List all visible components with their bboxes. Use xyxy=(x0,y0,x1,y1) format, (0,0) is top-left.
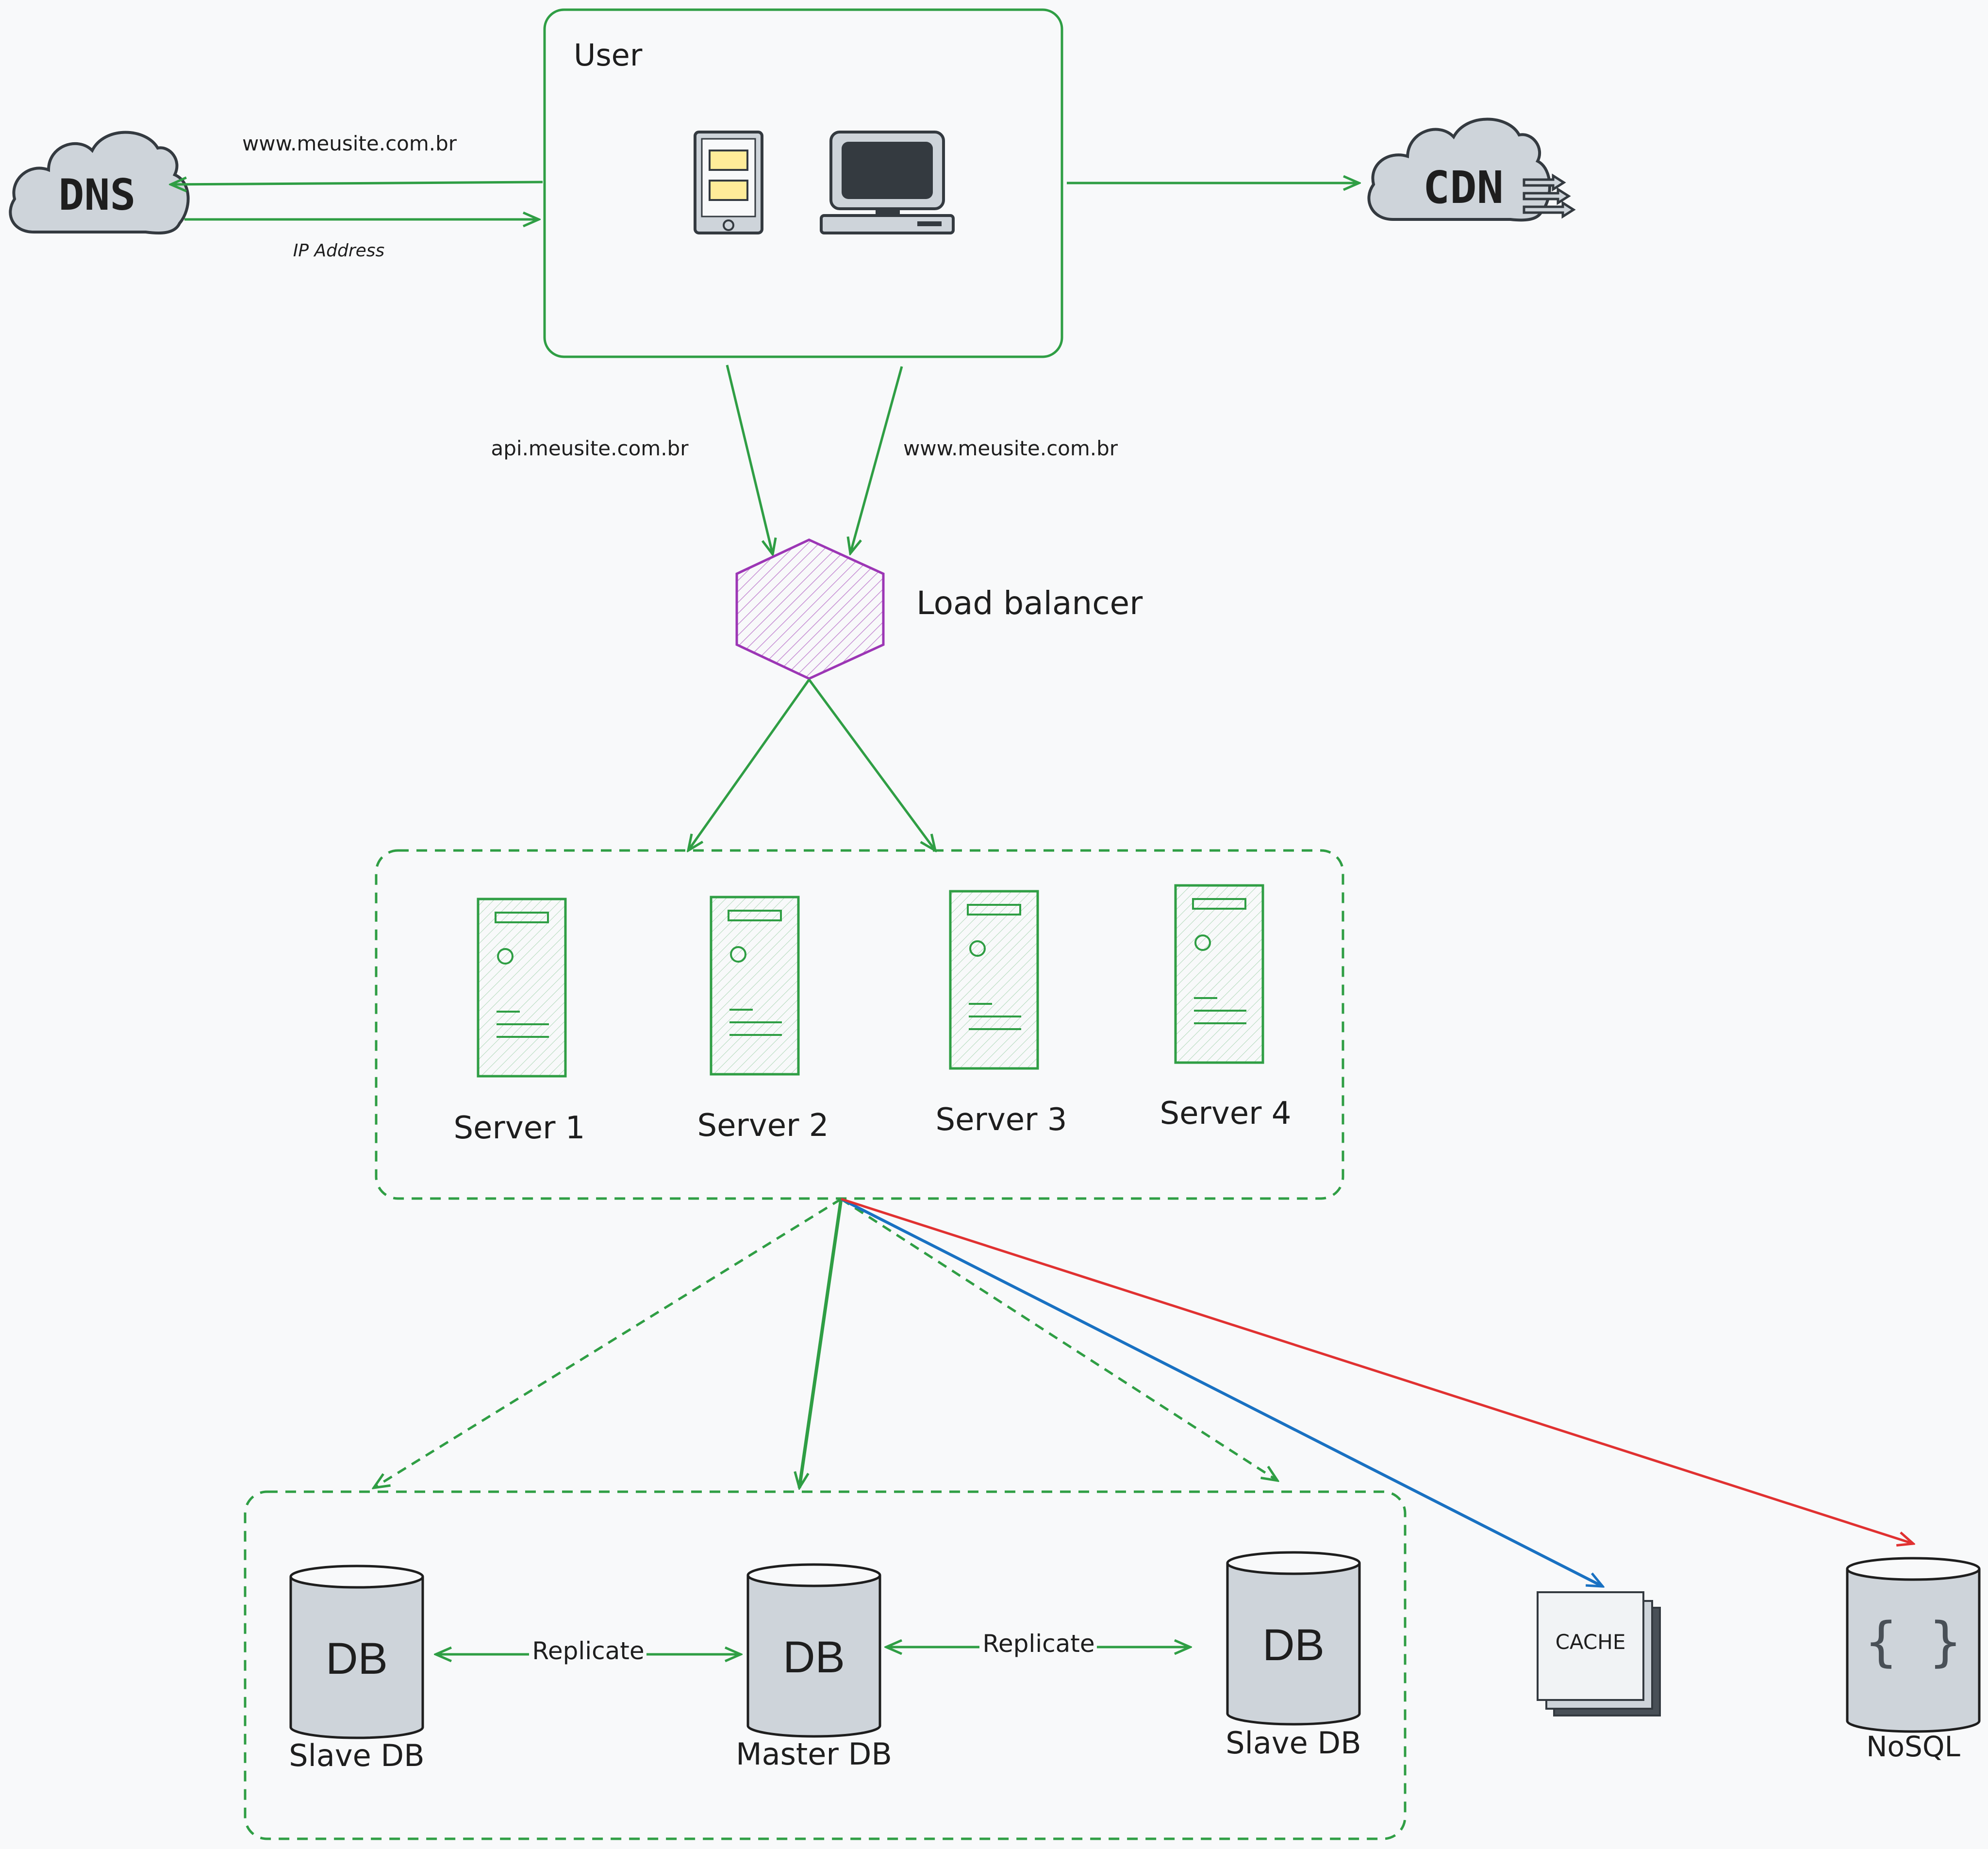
servers: Server 1 Server 2 Server 3 Server 4 xyxy=(454,884,1292,1146)
cdn-cloud: CDN xyxy=(1367,117,1576,222)
lb-to-servers-left-arrow xyxy=(688,679,811,850)
cache-label: CACHE xyxy=(1556,1630,1626,1654)
nosql-label: NoSQL xyxy=(1866,1730,1960,1763)
database-icon xyxy=(1226,1563,1361,1726)
user-title: User xyxy=(574,37,643,73)
dns-request-label: www.meusite.com.br xyxy=(242,132,457,155)
www-arrow xyxy=(850,366,903,553)
user-group: User xyxy=(543,8,1063,358)
to-master-db-arrow xyxy=(799,1199,843,1488)
to-slave-db-right-arrow xyxy=(840,1198,1277,1481)
master-db: DB Master DB xyxy=(736,1563,892,1772)
lb-edges: api.meusite.com.br www.meusite.com.br xyxy=(491,365,1118,554)
cdn-label: CDN xyxy=(1423,162,1504,214)
db-symbol: DB xyxy=(783,1632,845,1682)
server-icon xyxy=(1174,884,1264,1064)
to-cache-arrow xyxy=(840,1198,1603,1586)
tablet-icon xyxy=(694,131,763,234)
server-label: Server 4 xyxy=(1160,1096,1292,1132)
server-group-box xyxy=(375,849,1344,1200)
dns-edges: www.meusite.com.br IP Address xyxy=(171,132,543,261)
server-icon xyxy=(949,890,1039,1070)
www-domain-label: www.meusite.com.br xyxy=(903,436,1118,460)
server-1: Server 1 xyxy=(454,898,585,1146)
dns-cloud: DNS xyxy=(9,131,190,235)
nosql-braces-icon: { } xyxy=(1865,1611,1962,1673)
db-label: Slave DB xyxy=(289,1738,424,1773)
database-icon xyxy=(746,1575,881,1738)
to-nosql-arrow xyxy=(841,1198,1913,1544)
databases: DB Slave DB DB Master DB DB Slave DB xyxy=(289,1551,1361,1773)
load-balancer-label: Load balancer xyxy=(916,584,1143,622)
slave-db-left: DB Slave DB xyxy=(289,1565,425,1773)
db-label: Slave DB xyxy=(1226,1725,1361,1761)
dns-response-label: IP Address xyxy=(293,241,385,261)
database-icon xyxy=(289,1577,424,1739)
replicate-right-label: Replicate xyxy=(982,1630,1094,1658)
to-slave-db-left-arrow xyxy=(374,1198,842,1488)
dns-request-arrow xyxy=(171,182,543,184)
server-icon xyxy=(710,896,800,1076)
lb-to-servers-right-arrow xyxy=(808,679,935,850)
load-balancer: Load balancer xyxy=(735,538,1143,680)
cache: CACHE xyxy=(1537,1591,1661,1716)
replicate-left-label: Replicate xyxy=(532,1637,644,1665)
db-symbol: DB xyxy=(326,1634,388,1683)
server-label: Server 3 xyxy=(936,1102,1067,1138)
replication-edges: Replicate Replicate xyxy=(436,1630,1190,1667)
database-group-box xyxy=(244,1490,1407,1840)
db-label: Master DB xyxy=(736,1736,892,1772)
cdn-speed-arrows-icon xyxy=(1523,173,1576,219)
cache-card xyxy=(1537,1591,1644,1701)
server-icon xyxy=(477,898,567,1078)
server-2: Server 2 xyxy=(697,896,829,1144)
user-box xyxy=(543,8,1063,358)
api-arrow xyxy=(726,365,773,554)
dns-label: DNS xyxy=(59,170,136,220)
server-4: Server 4 xyxy=(1160,884,1292,1132)
api-domain-label: api.meusite.com.br xyxy=(491,436,689,460)
computer-icon xyxy=(820,131,955,234)
slave-db-right: DB Slave DB xyxy=(1226,1551,1361,1761)
server-label: Server 1 xyxy=(454,1110,585,1146)
data-tier-edges xyxy=(374,1198,1913,1586)
db-symbol: DB xyxy=(1262,1620,1325,1670)
nosql-database: { } NoSQL xyxy=(1846,1557,1981,1763)
server-label: Server 2 xyxy=(697,1108,829,1144)
load-balancer-hexagon xyxy=(735,538,885,680)
server-3: Server 3 xyxy=(936,890,1067,1138)
